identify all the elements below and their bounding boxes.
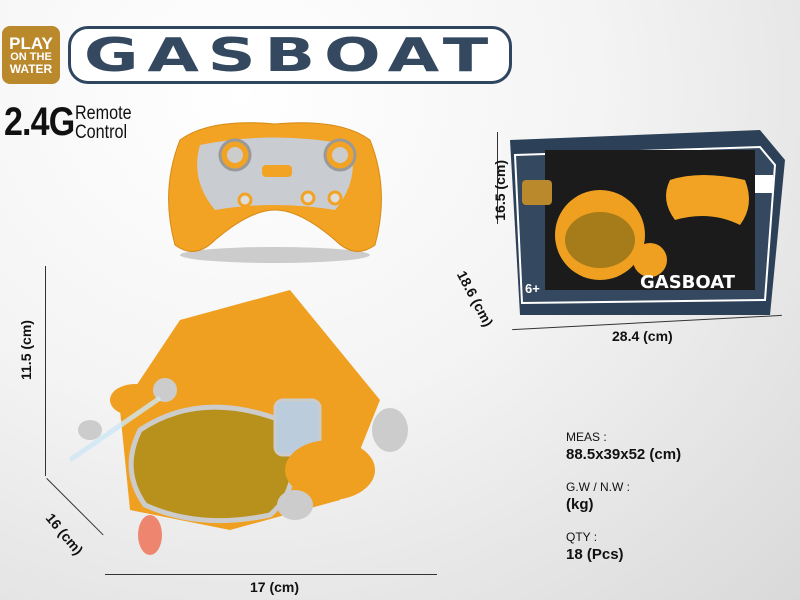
box-age-text: 6+ [525, 281, 540, 296]
gasboat-logo: GASBOAT [68, 26, 512, 84]
box-width-label: 28.4 (cm) [612, 328, 673, 344]
badge-line-1: PLAY [9, 34, 53, 53]
toy-width-line [105, 574, 437, 575]
product-box-image: GASBOAT 6+ [510, 130, 785, 315]
toy-height-label: 11.5 (cm) [18, 320, 34, 380]
play-on-the-water-badge: PLAY ON THE WATER [2, 26, 60, 84]
badge-line-3: WATER [9, 62, 53, 76]
qty-label: QTY : [566, 530, 598, 544]
weight-value: (kg) [566, 496, 594, 513]
toy-height-line [45, 266, 46, 476]
box-height-label: 16.5 (cm) [492, 160, 508, 221]
box-depth-label: 18.6 (cm) [453, 268, 497, 330]
meas-label: MEAS : [566, 430, 607, 444]
gasboat-toy-image [68, 290, 408, 555]
box-height-line [497, 132, 498, 224]
headline-control: Control [74, 121, 127, 143]
toy-width-label: 17 (cm) [250, 579, 300, 595]
headline-2-4g: 2.4G [4, 100, 75, 144]
remote-controller-image [168, 122, 382, 263]
headline-remote: Remote [74, 102, 132, 124]
logo-text: GASBOAT [83, 28, 497, 82]
weight-label: G.W / N.W : [566, 480, 630, 494]
meas-value: 88.5x39x52 (cm) [566, 446, 682, 463]
qty-value: 18 (Pcs) [566, 546, 624, 563]
box-logo-text: GASBOAT [640, 272, 736, 293]
badge-line-2: ON THE [10, 51, 52, 63]
